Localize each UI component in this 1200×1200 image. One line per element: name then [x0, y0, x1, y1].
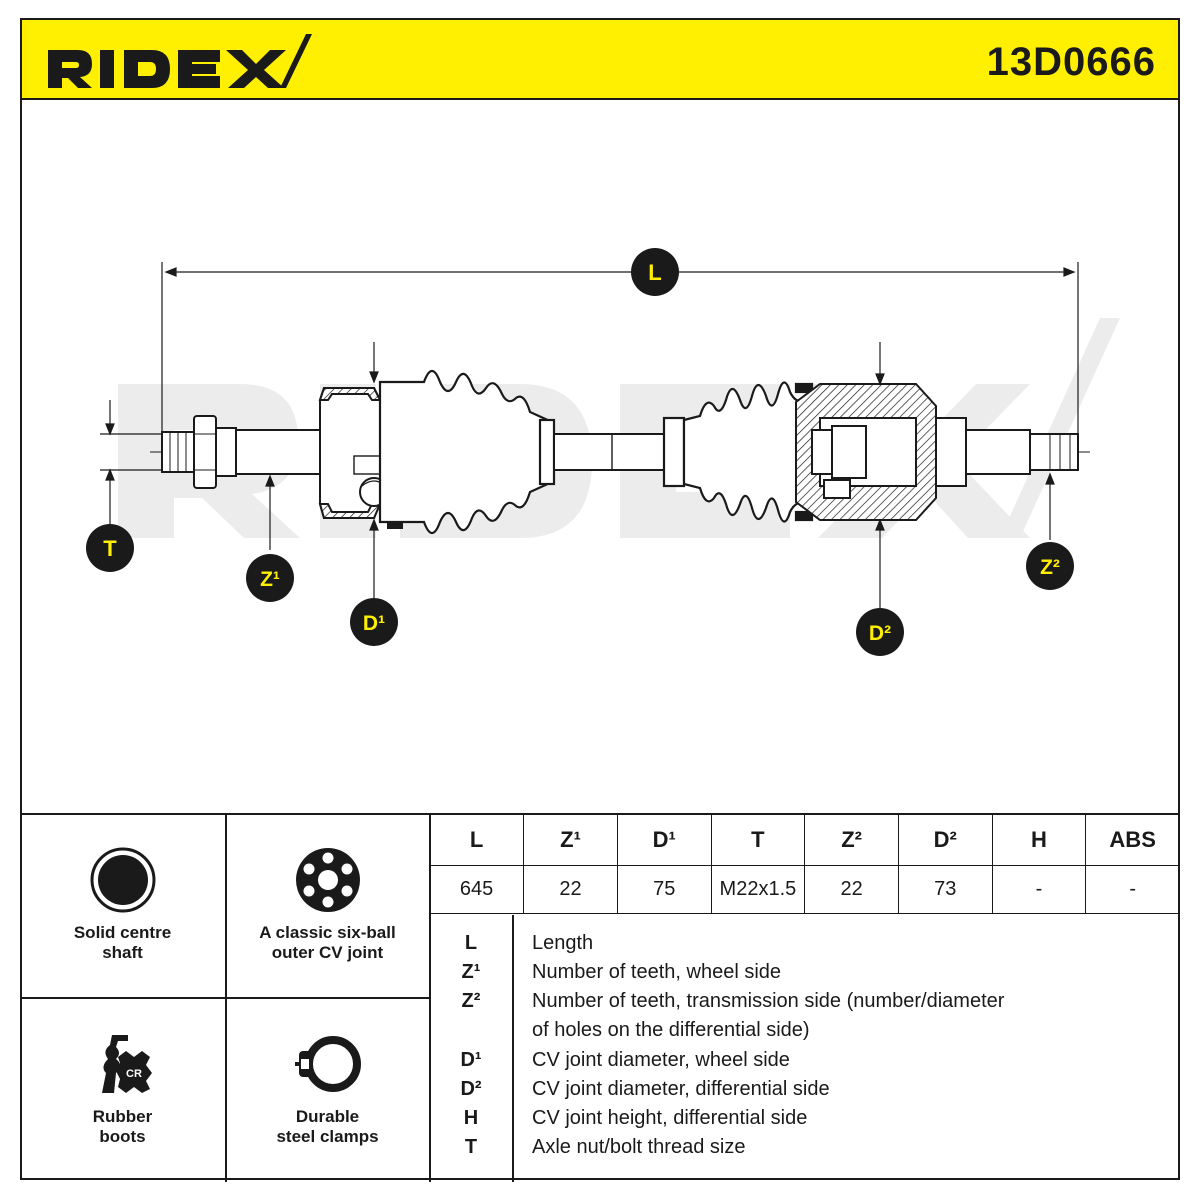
legend-key: Z² — [461, 990, 481, 1012]
outer-rubber-boot — [378, 369, 556, 535]
callout-d1: D¹ — [350, 598, 398, 646]
spec-value: 645 — [430, 864, 525, 914]
legend-key: T — [464, 1136, 478, 1158]
callout-d2: D² — [856, 608, 904, 656]
legend-row: Z¹ Number of teeth, wheel side — [430, 958, 1180, 987]
feature-solid-shaft: Solid centre shaft — [20, 815, 225, 998]
part-number: 13D0666 — [986, 40, 1156, 84]
spec-value: 22 — [523, 864, 618, 914]
feature-six-ball-joint: A classic six-ball outer CV joint — [225, 815, 430, 998]
drive-shaft-drawing: L T Z¹ D¹ Z² D² — [86, 248, 1120, 656]
bottom-section: Solid centre shaft A classic six-ball ou… — [20, 813, 1180, 1182]
divider — [429, 815, 431, 1182]
leader-lines — [265, 342, 1055, 610]
spec-header-row: L Z¹ D¹ T Z² D² H ABS — [430, 815, 1180, 866]
legend-row: T Axle nut/bolt thread size — [430, 1133, 1180, 1162]
feature-label: Rubber boots — [92, 1107, 153, 1146]
legend-key: H — [463, 1107, 479, 1129]
legend-desc: CV joint diameter, differential side — [532, 1078, 830, 1100]
legend-row: Z² Number of teeth, transmission side (n… — [430, 987, 1180, 1016]
callout-l: L — [631, 248, 679, 296]
legend-divider — [512, 915, 514, 1182]
legend-row: H CV joint height, differential side — [430, 1104, 1180, 1133]
spec-header: H — [991, 815, 1087, 866]
legend-row: D² CV joint diameter, differential side — [430, 1075, 1180, 1104]
outer-frame — [20, 18, 1180, 1180]
spec-value: M22x1.5 — [710, 864, 806, 914]
legend-key: Z¹ — [461, 961, 481, 983]
feature-label: Solid centre shaft — [73, 923, 172, 962]
callout-z1: Z¹ — [246, 554, 294, 602]
svg-text:T: T — [103, 536, 117, 561]
legend: L Length Z¹ Number of teeth, wheel side … — [430, 915, 1180, 1182]
svg-text:Z²: Z² — [1040, 556, 1060, 579]
ridex-logo — [48, 34, 312, 88]
legend-key: L — [464, 932, 478, 954]
steel-clamp-icon — [294, 1036, 361, 1092]
legend-desc: Axle nut/bolt thread size — [532, 1136, 746, 1158]
spec-header: Z² — [804, 815, 899, 866]
legend-desc: of holes on the differential side) — [532, 1019, 810, 1041]
six-ball-joint-icon — [295, 848, 360, 912]
feature-rubber-boots: CR Rubber boots — [20, 999, 225, 1182]
svg-text:D²: D² — [869, 622, 891, 645]
legend-row: L Length — [430, 929, 1180, 958]
solid-shaft — [553, 433, 675, 471]
legend-row: of holes on the differential side) — [430, 1016, 1180, 1045]
spec-value: - — [991, 864, 1087, 914]
legend-key: D¹ — [460, 1049, 482, 1071]
legend-desc: Length — [532, 932, 594, 954]
spec-value: 22 — [804, 864, 899, 914]
rubber-boot-cr-icon: CR — [101, 1035, 152, 1093]
header-bar: 13D0666 — [20, 18, 1180, 100]
legend-key: D² — [460, 1078, 482, 1100]
legend-desc: CV joint diameter, wheel side — [532, 1049, 790, 1071]
callout-z2: Z² — [1026, 542, 1074, 590]
feature-label: A classic six-ball outer CV joint — [259, 923, 396, 962]
spec-header: D¹ — [616, 815, 712, 866]
feature-steel-clamps: Durable steel clamps — [225, 999, 430, 1182]
legend-desc: Number of teeth, wheel side — [532, 961, 782, 983]
svg-text:L: L — [648, 260, 661, 285]
spec-value: 73 — [897, 864, 993, 914]
callout-t: T — [86, 524, 134, 572]
spec-table: L Z¹ D¹ T Z² D² H ABS 645 22 75 M22x1.5 … — [430, 815, 1180, 914]
inner-tripod-housing — [795, 383, 937, 521]
svg-text:Z¹: Z¹ — [260, 568, 280, 591]
legend-row: D¹ CV joint diameter, wheel side — [430, 1046, 1180, 1075]
svg-text:D¹: D¹ — [363, 612, 385, 635]
differential-side-stub — [935, 417, 1079, 487]
svg-text:CR: CR — [126, 1068, 142, 1080]
wheel-side-stub — [161, 415, 321, 489]
feature-label: Durable steel clamps — [276, 1107, 379, 1146]
solid-shaft-icon — [90, 847, 155, 913]
legend-desc: Number of teeth, transmission side (numb… — [532, 990, 1005, 1012]
spec-value: 75 — [616, 864, 712, 914]
spec-header: T — [710, 815, 806, 866]
legend-desc: CV joint height, differential side — [532, 1107, 808, 1129]
spec-header: ABS — [1085, 815, 1180, 866]
spec-value-row: 645 22 75 M22x1.5 22 73 - - — [430, 864, 1180, 914]
divider — [20, 997, 430, 999]
